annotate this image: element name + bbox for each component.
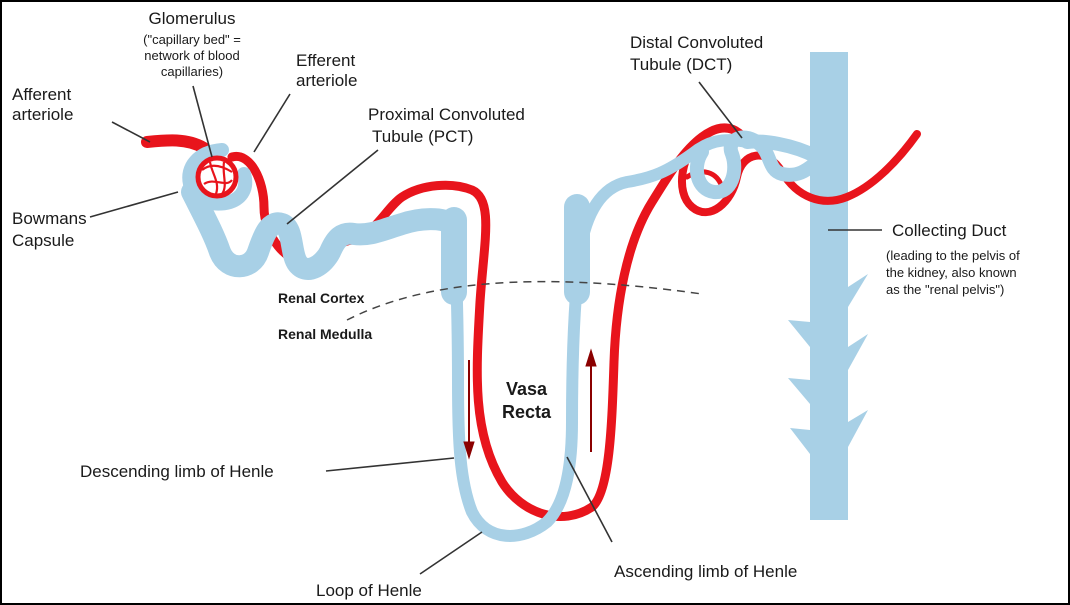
up-arrow-icon xyxy=(586,350,596,366)
renal-cortex-label: Renal Cortex xyxy=(278,290,365,306)
afferent-arteriole xyxy=(147,140,204,148)
collecting-note-line3: as the "renal pelvis") xyxy=(886,282,1004,297)
dct-label-line1: Distal Convoluted xyxy=(630,33,763,52)
glomerulus-note-line1: ("capillary bed" = xyxy=(143,32,241,47)
bowmans-label-line2: Capsule xyxy=(12,231,74,250)
collecting-duct-label: Collecting Duct xyxy=(892,221,1007,240)
loop-of-henle-label: Loop of Henle xyxy=(316,581,422,600)
collecting-note-line2: the kidney, also known xyxy=(886,265,1017,280)
efferent-label-line2: arteriole xyxy=(296,71,357,90)
pct-label-line2: Tubule (PCT) xyxy=(372,127,473,146)
vasa-recta-label-line1: Vasa xyxy=(506,379,548,399)
efferent-label-line1: Efferent xyxy=(296,51,356,70)
glomerulus-shape xyxy=(198,158,236,196)
cortex-medulla-boundary xyxy=(347,282,702,320)
afferent-label-line1: Afferent xyxy=(12,85,72,104)
afferent-label-line2: arteriole xyxy=(12,105,73,124)
dct-label-line2: Tubule (DCT) xyxy=(630,55,732,74)
glomerulus-note-line2: network of blood xyxy=(144,48,239,63)
glomerulus-note-line3: capillaries) xyxy=(161,64,223,79)
bowmans-label-line1: Bowmans xyxy=(12,209,87,228)
vasa-recta-label-line2: Recta xyxy=(502,402,552,422)
descending-limb-label: Descending limb of Henle xyxy=(80,462,274,481)
labels: Glomerulus ("capillary bed" = network of… xyxy=(12,9,1020,600)
ascending-limb-label: Ascending limb of Henle xyxy=(614,562,797,581)
efferent-arteriole xyxy=(232,128,747,517)
renal-medulla-label: Renal Medulla xyxy=(278,326,372,342)
glomerulus-label: Glomerulus xyxy=(149,9,236,28)
collecting-duct xyxy=(788,52,868,520)
pct-label-line1: Proximal Convoluted xyxy=(368,105,525,124)
collecting-note-line1: (leading to the pelvis of xyxy=(886,248,1020,263)
